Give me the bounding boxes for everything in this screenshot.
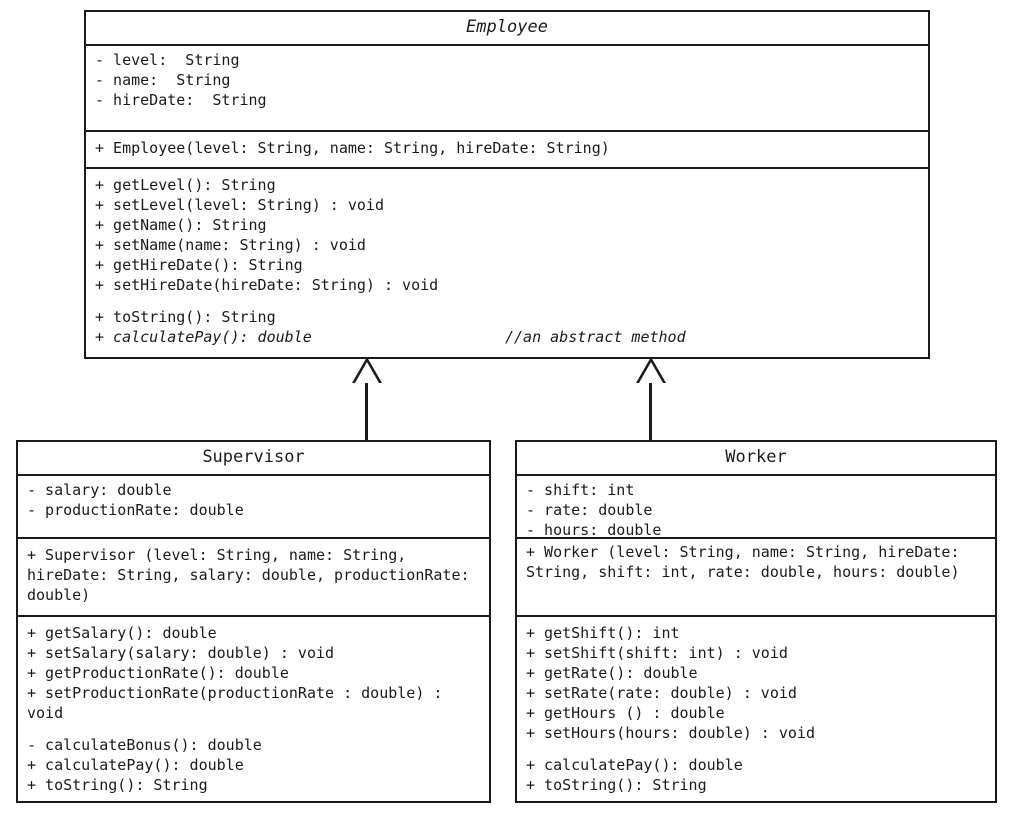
class-box-supervisor[interactable]: Supervisor - salary: double - production…	[16, 440, 491, 803]
attributes-section-worker: - shift: int - rate: double - hours: dou…	[517, 476, 995, 539]
class-box-worker[interactable]: Worker - shift: int - rate: double - hou…	[515, 440, 997, 803]
attribute-row: - name: String	[95, 71, 231, 89]
method-row: + getSalary(): double	[27, 624, 217, 642]
method-row: - calculateBonus(): double	[27, 736, 262, 754]
class-name-employee: Employee	[86, 12, 928, 46]
constructors-section-worker: + Worker (level: String, name: String, h…	[517, 539, 995, 617]
class-name-worker: Worker	[517, 442, 995, 476]
methods-section-supervisor: + getSalary(): double + setSalary(salary…	[18, 617, 489, 799]
attribute-row: - hours: double	[526, 521, 662, 539]
constructors-section-supervisor: + Supervisor (level: String, name: Strin…	[18, 539, 489, 617]
method-row: + setRate(rate: double) : void	[526, 684, 797, 702]
constructor-row: + Employee(level: String, name: String, …	[95, 139, 610, 157]
constructors-section-employee: + Employee(level: String, name: String, …	[86, 132, 928, 169]
class-name-supervisor: Supervisor	[18, 442, 489, 476]
attributes-section-employee: - level: String - name: String - hireDat…	[86, 46, 928, 132]
method-row: + getLevel(): String	[95, 176, 276, 194]
method-row: + setLevel(level: String) : void	[95, 196, 384, 214]
method-spacer	[95, 295, 920, 307]
abstract-method-row: + calculatePay(): double	[95, 328, 312, 346]
method-row: + getRate(): double	[526, 664, 698, 682]
attribute-row: - salary: double	[27, 481, 172, 499]
attribute-row: - rate: double	[526, 501, 653, 519]
method-spacer	[526, 743, 987, 755]
generalization-supervisor-to-employee	[352, 357, 382, 445]
method-spacer	[27, 723, 481, 735]
attribute-row: - level: String	[95, 51, 240, 69]
abstract-method-row-wrapper: + calculatePay(): double //an abstract m…	[95, 327, 920, 347]
method-row: + setHours(hours: double) : void	[526, 724, 815, 742]
generalization-arrowhead-inner	[639, 362, 663, 383]
attributes-section-supervisor: - salary: double - productionRate: doubl…	[18, 476, 489, 539]
constructor-row: + Supervisor (level: String, name: Strin…	[27, 546, 479, 604]
method-row: + setHireDate(hireDate: String) : void	[95, 276, 439, 294]
method-row: + getName(): String	[95, 216, 267, 234]
method-row: + toString(): String	[27, 776, 208, 794]
method-row: + setProductionRate(productionRate : dou…	[27, 684, 452, 722]
method-row: + setSalary(salary: double) : void	[27, 644, 335, 662]
generalization-stem	[365, 367, 368, 445]
abstract-method-note: //an abstract method	[505, 328, 686, 346]
method-row: + calculatePay(): double	[526, 756, 743, 774]
generalization-worker-to-employee	[636, 357, 666, 445]
method-row: + getHireDate(): String	[95, 256, 303, 274]
methods-section-worker: + getShift(): int + setShift(shift: int)…	[517, 617, 995, 799]
method-row: + setName(name: String) : void	[95, 236, 366, 254]
method-row: + calculatePay(): double	[27, 756, 244, 774]
attribute-row: - hireDate: String	[95, 91, 267, 109]
attribute-row: - shift: int	[526, 481, 635, 499]
method-row: + getHours () : double	[526, 704, 725, 722]
methods-section-employee: + getLevel(): String + setLevel(level: S…	[86, 169, 928, 351]
method-row: + getShift(): int	[526, 624, 680, 642]
method-row: + toString(): String	[95, 308, 276, 326]
generalization-arrowhead-inner	[355, 362, 379, 383]
generalization-stem	[649, 367, 652, 445]
class-box-employee[interactable]: Employee - level: String - name: String …	[84, 10, 930, 359]
attribute-row: - productionRate: double	[27, 501, 244, 519]
method-row: + setShift(shift: int) : void	[526, 644, 788, 662]
method-row: + toString(): String	[526, 776, 707, 794]
method-row: + getProductionRate(): double	[27, 664, 289, 682]
constructor-row: + Worker (level: String, name: String, h…	[526, 543, 969, 581]
